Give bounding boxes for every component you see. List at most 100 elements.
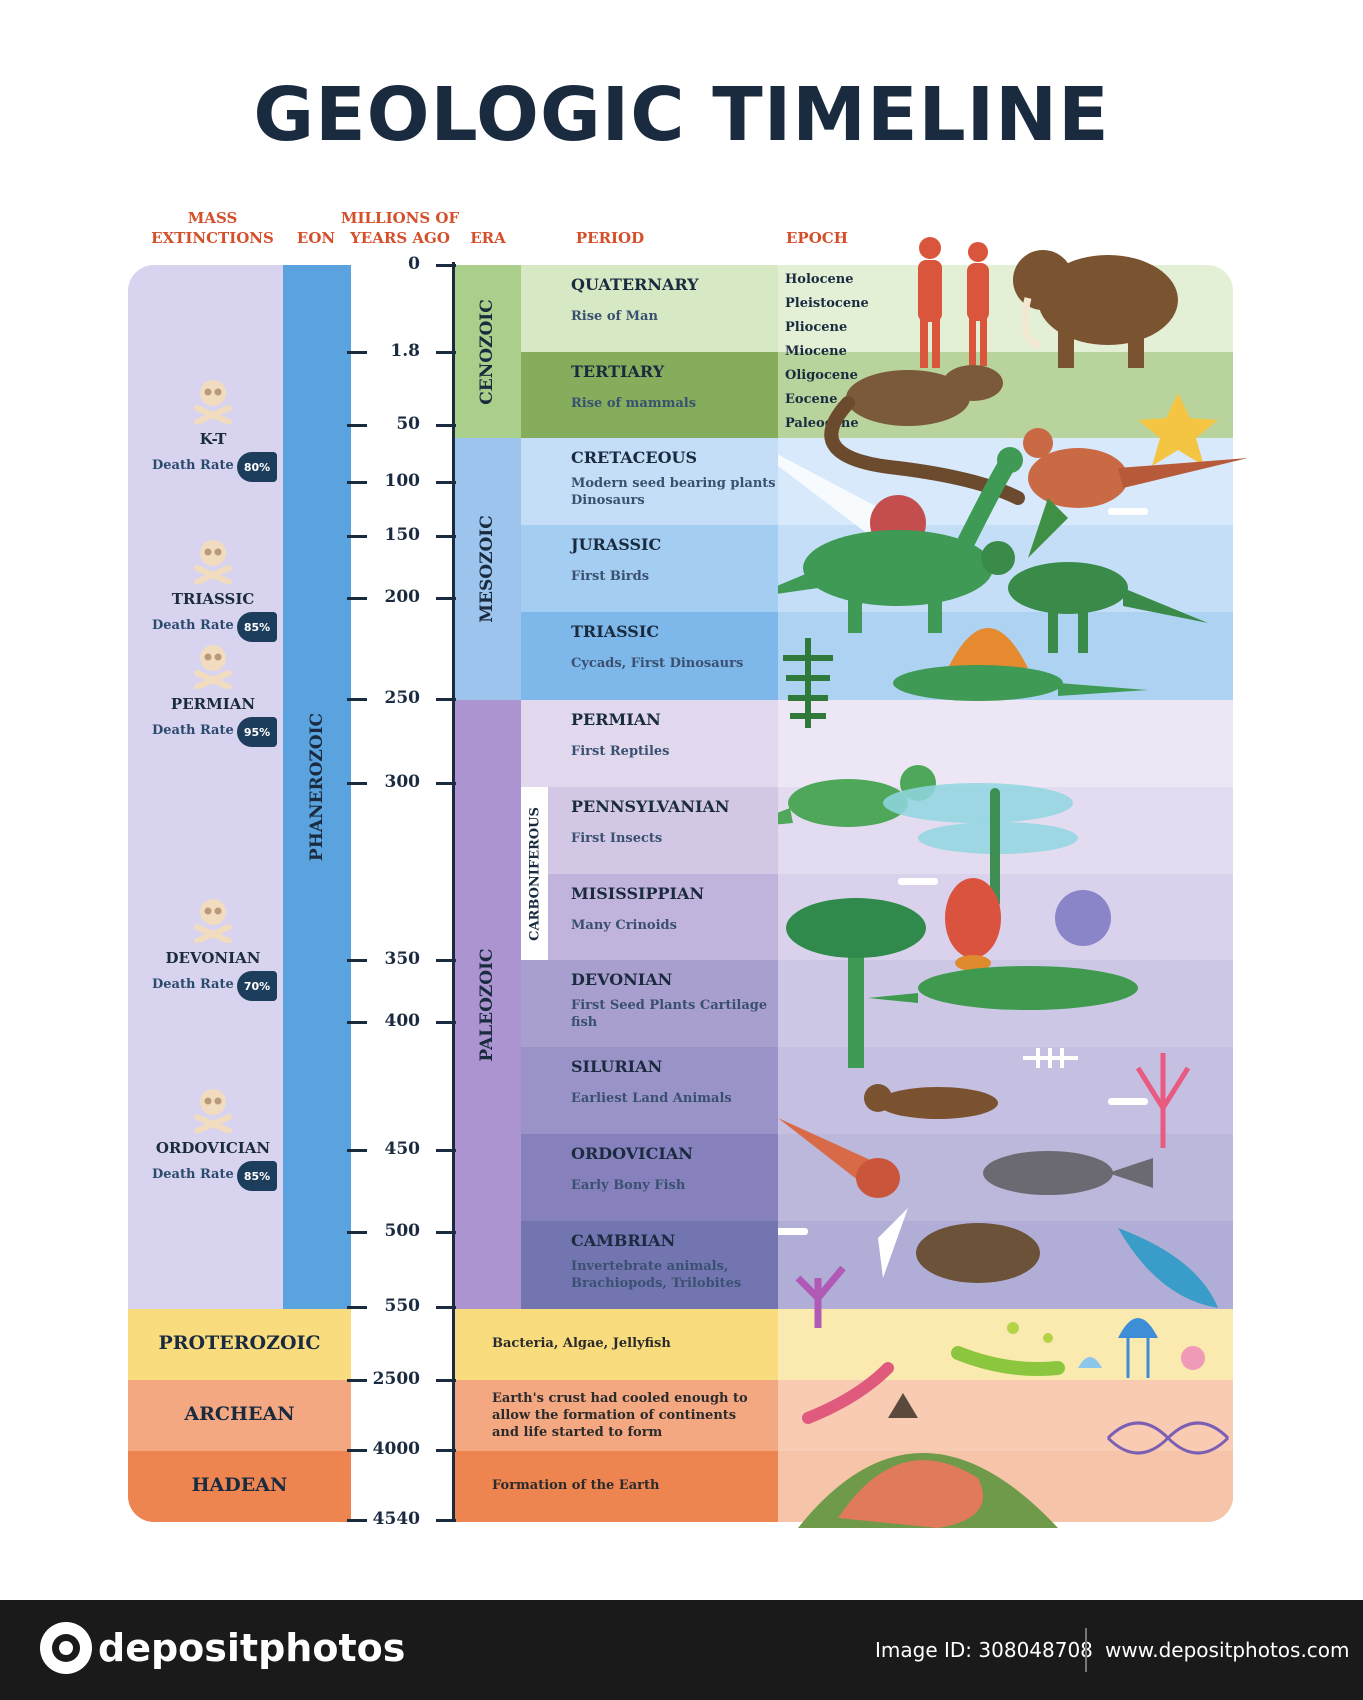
jellyfish-icon [1118,1318,1158,1378]
tick-mark [436,698,456,701]
phanerozoic-bar: PHANEROZOIC [283,265,351,1309]
period-name: CRETACEOUS [571,448,698,467]
period-name: QUATERNARY [571,275,699,294]
illustrations [778,237,1248,1528]
archean-description: Earth's crust had cooled enough to allow… [492,1391,748,1440]
trilobite-icon [916,1223,1040,1283]
tick-label: 2500 [372,1369,420,1389]
page-title: GEOLOGIC TIMELINE [253,72,1110,158]
footer-brand: depositphotos [98,1626,406,1670]
death-rate-label: Death Rate [152,723,234,738]
worm-icon [951,1346,1065,1376]
amphibian-icon [868,966,1138,1010]
period-name: CAMBRIAN [571,1231,676,1250]
epoch-miocene: Miocene [785,344,847,359]
death-rate-label: Death Rate [152,977,234,992]
tick-label: 350 [384,949,421,969]
illustration-band-permian [778,700,1233,787]
timeline-frame: PHANEROZOIC CENOZOIC MESOZOIC PALEOZOIC … [128,265,1233,1522]
skull-crossbones-icon [194,899,232,943]
tick-mark [347,1231,367,1234]
tick-mark [347,351,367,354]
tick-mark [347,1519,367,1522]
skull-crossbones-icon [194,540,232,584]
scale-axis-line [452,262,455,1520]
tick-label: 50 [396,414,420,434]
epoch-oligocene: Oligocene [785,368,858,383]
tick-mark [347,481,367,484]
footer-site: www.depositphotos.com [1105,1638,1350,1662]
death-rate-badge: 80% [237,452,277,482]
death-rate-badge: 85% [237,1161,277,1191]
period-misissippian: MISISSIPPIAN Many Crinoids [571,884,781,934]
era-paleozoic: PALEOZOIC [453,700,521,1309]
period-permian: PERMIAN First Reptiles [571,710,781,760]
lower-scale-column [351,1309,453,1522]
tick-mark [436,1379,456,1382]
header-era: ERA [470,229,506,247]
header-period: PERIOD [575,229,645,247]
period-description: Many Crinoids [571,918,677,933]
period-permian [521,700,778,787]
bacteria-icon [1181,1346,1205,1370]
tick-mark [436,351,456,354]
skull-crossbones-icon [194,1089,232,1133]
tick-mark [347,1379,367,1382]
period-description: First Birds [571,569,650,584]
period-name: TRIASSIC [571,622,660,641]
tick-label: 100 [384,471,421,491]
tick-mark [347,782,367,785]
dimetrodon-icon [893,628,1148,701]
period-name: ORDOVICIAN [571,1144,693,1163]
hadean-description: Formation of the Earth [492,1478,660,1493]
tick-mark [347,535,367,538]
tick-mark [347,1021,367,1024]
extinction-name: PERMIAN [170,695,256,713]
period-name: MISISSIPPIAN [571,884,705,903]
extinction-column [128,265,283,1309]
extinction-name: DEVONIAN [165,949,261,967]
anomalocaris-icon [1118,1228,1218,1308]
tick-mark [347,698,367,701]
earth-icon [798,1393,1058,1528]
tick-mark [436,1021,456,1024]
era-cenozoic-label: CENOZOIC [477,298,497,405]
period-description: First Reptiles [571,744,670,759]
death-rate-label: Death Rate [152,1167,234,1182]
tick-mark [347,959,367,962]
carboniferous-label: CARBONIFEROUS [527,806,542,941]
camera-logo-icon [40,1622,92,1674]
mammoth-icon [1013,250,1178,368]
period-devonian: DEVONIAN First Seed Plants Cartilage fish [571,970,781,1031]
tick-mark [436,1306,456,1309]
tick-label: 4540 [372,1509,420,1529]
crinoid-icon [945,878,1001,971]
sauropod-icon [778,447,1023,633]
epoch-pliocene: Pliocene [785,320,848,335]
palm-tree-icon [786,898,926,1068]
period-silurian [521,1047,778,1134]
period-ordovician [521,1134,778,1221]
tick-label: 0 [408,254,420,274]
period-name: PERMIAN [571,710,661,729]
footer-bar [0,1600,1363,1700]
eon-archean-label: ARCHEAN [184,1403,295,1425]
period-devonian [521,960,778,1047]
period-name: DEVONIAN [571,970,673,989]
tick-mark [436,597,456,600]
early-life-icon [802,1362,894,1424]
era-cenozoic: CENOZOIC [453,265,521,438]
sea-scorpion-icon [864,1084,998,1119]
sea-urchin-icon [1055,890,1111,946]
death-rate-badge: 70% [237,971,277,1001]
period-description: First Seed Plants Cartilage fish [571,998,768,1030]
fish-skeleton-icon [1023,1048,1078,1068]
period-description: Earliest Land Animals [571,1091,732,1106]
header-mya: MILLIONS OF YEARS AGO [340,209,460,247]
tick-label: 450 [384,1139,421,1159]
carboniferous-band: CARBONIFEROUS [521,787,548,960]
period-triassic [521,612,778,700]
